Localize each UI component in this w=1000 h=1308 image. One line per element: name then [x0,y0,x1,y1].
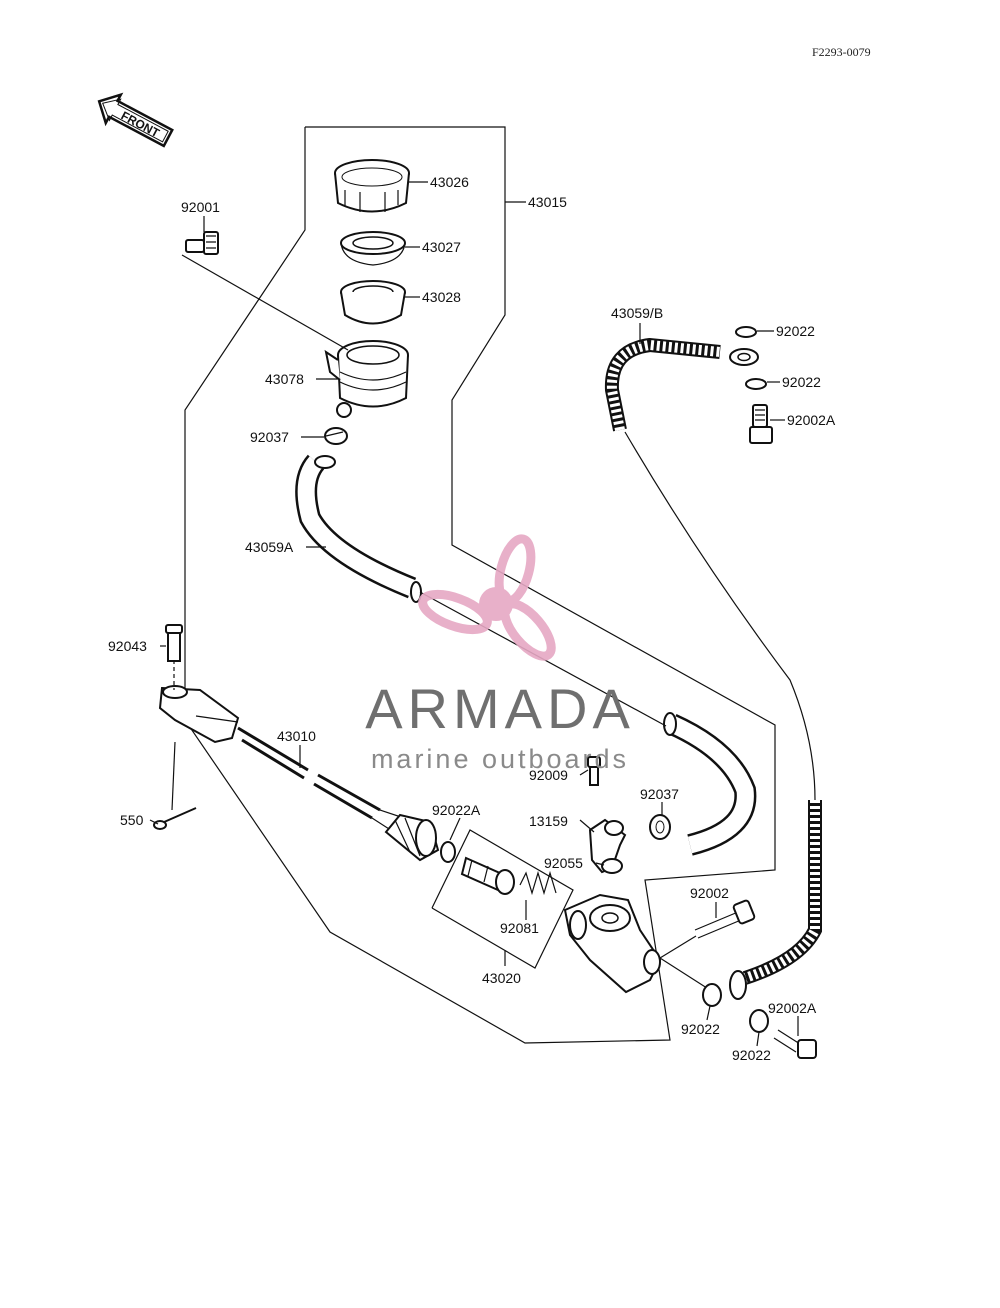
part-label: 43027 [422,239,461,255]
reservoir-cap-part [334,159,410,213]
part-label: 92001 [181,199,220,215]
hose-43059a-part [295,454,422,603]
cotter-pin-550-part [153,807,197,830]
bolt-92002-part [694,899,756,939]
hose-lower-right-part [729,800,822,1000]
part-label: 92002A [787,412,836,428]
watermark-brand: ARMADA [365,677,635,740]
clamp-92037-lower-part [649,814,671,840]
part-label: 43028 [422,289,461,305]
spring-92081-part [519,870,557,896]
part-label: 43026 [430,174,469,190]
master-cylinder-part [563,893,662,994]
part-label: 92002A [768,1000,817,1016]
washer-92022-lower-right-part [749,1009,769,1033]
watermark-tagline: marine outboards [371,744,629,774]
diaphragm-plate-part [340,231,406,266]
part-label: 92037 [640,786,679,802]
leader-lines [149,181,799,1047]
part-label: 92022 [776,323,815,339]
washer-92022-lower-left-part [702,983,722,1007]
hose-lower-part [663,712,757,856]
dust-boot-part [384,813,456,863]
kit-boundary [431,829,574,969]
reservoir-part [324,340,409,418]
fitting-13159-part [587,756,627,874]
part-label: 13159 [529,813,568,829]
clamp-92037-top-part [324,427,348,445]
diaphragm-part [340,280,406,325]
bolt-92001-part [185,231,219,255]
part-label: 92081 [500,920,539,936]
part-label: 92009 [529,767,568,783]
armada-logo-icon [418,534,556,661]
part-label: 550 [120,812,144,828]
part-label: 92002 [690,885,729,901]
bolt-92002a-lower-part [773,1029,817,1059]
part-label: 92022 [732,1047,771,1063]
piston-part [460,856,515,895]
part-label: 92037 [250,429,289,445]
part-label: 43010 [277,728,316,744]
part-label: 43020 [482,970,521,986]
part-label: 43059A [245,539,294,555]
part-label: 92022A [432,802,481,818]
part-label: 92043 [108,638,147,654]
part-label: 43015 [528,194,567,210]
part-label: 92055 [544,855,583,871]
front-arrow-icon: FRONT [97,92,174,148]
document-id: F2293-0079 [812,45,871,59]
pin-92043-part [165,624,183,662]
hose-43059b-part [604,326,773,444]
part-label: 92022 [681,1021,720,1037]
pushrod-43010-part [237,726,411,837]
part-label: 43059/B [611,305,663,321]
o-ring-92055-part [601,858,623,874]
part-label: 92022 [782,374,821,390]
assembly-boundary [184,126,776,1044]
clevis-part [158,685,240,744]
part-label: 43078 [265,371,304,387]
